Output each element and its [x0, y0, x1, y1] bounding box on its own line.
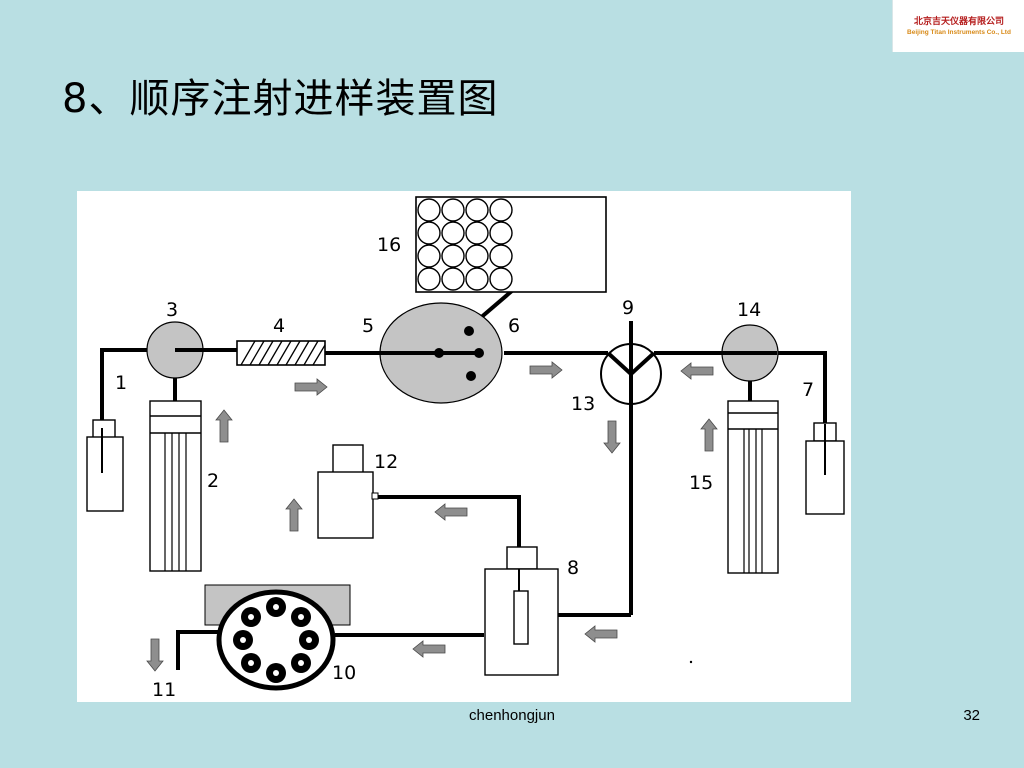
label-12: 12 — [374, 451, 398, 473]
syringe-pump-left — [149, 400, 202, 572]
label-14: 14 — [737, 299, 761, 321]
company-logo: 北京吉天仪器有限公司 Beijing Titan Instruments Co.… — [892, 0, 1024, 52]
label-10: 10 — [332, 662, 356, 684]
label-3: 3 — [166, 299, 178, 321]
label-2: 2 — [207, 470, 219, 492]
peristaltic-pump — [204, 584, 351, 691]
label-4: 4 — [273, 315, 285, 337]
label-15: 15 — [689, 472, 713, 494]
reagent-bottle-right — [805, 422, 845, 515]
label-8: 8 — [567, 557, 579, 579]
flow-arrow-down — [603, 420, 621, 454]
label-5: 5 — [362, 315, 374, 337]
slide-title: 8、顺序注射进样装置图 — [62, 76, 499, 122]
flow-arrow-up — [285, 498, 303, 532]
logo-name-cn: 北京吉天仪器有限公司 — [913, 16, 1004, 27]
flow-arrow-left — [680, 362, 714, 380]
label-9: 9 — [622, 297, 634, 319]
label-16: 16 — [377, 234, 401, 256]
page-number: 32 — [963, 707, 980, 724]
footer-author: chenhongjun — [469, 707, 555, 724]
detector — [317, 444, 379, 539]
label-11: 11 — [152, 679, 176, 701]
multiposition-valve — [379, 302, 503, 404]
flow-arrow-right — [529, 361, 563, 379]
sample-tray — [415, 196, 607, 293]
flow-arrow-up — [700, 418, 718, 452]
label-7: 7 — [802, 379, 814, 401]
label-6: 6 — [508, 315, 520, 337]
reagent-bottle-left — [86, 419, 124, 512]
flow-arrow-left — [434, 503, 468, 521]
logo-name-en: Beijing Titan Instruments Co., Ltd — [907, 28, 1011, 36]
holding-coil — [236, 340, 326, 366]
flow-arrow-down — [146, 638, 164, 672]
sequential-injection-diagram: 1 2 3 4 5 6 7 8 9 10 11 12 13 14 15 16 — [86, 196, 845, 701]
diagram-panel: 1 2 3 4 5 6 7 8 9 10 11 12 13 14 15 16 — [77, 191, 851, 702]
confluence-point — [600, 343, 662, 405]
label-1: 1 — [115, 372, 127, 394]
flow-arrow-right — [294, 378, 328, 396]
gas-liquid-separator — [484, 546, 559, 676]
label-13: 13 — [571, 393, 595, 415]
flow-arrow-up — [215, 409, 233, 443]
flow-arrow-left — [584, 625, 618, 643]
flow-arrow-left — [412, 640, 446, 658]
syringe-pump-right — [727, 400, 779, 574]
